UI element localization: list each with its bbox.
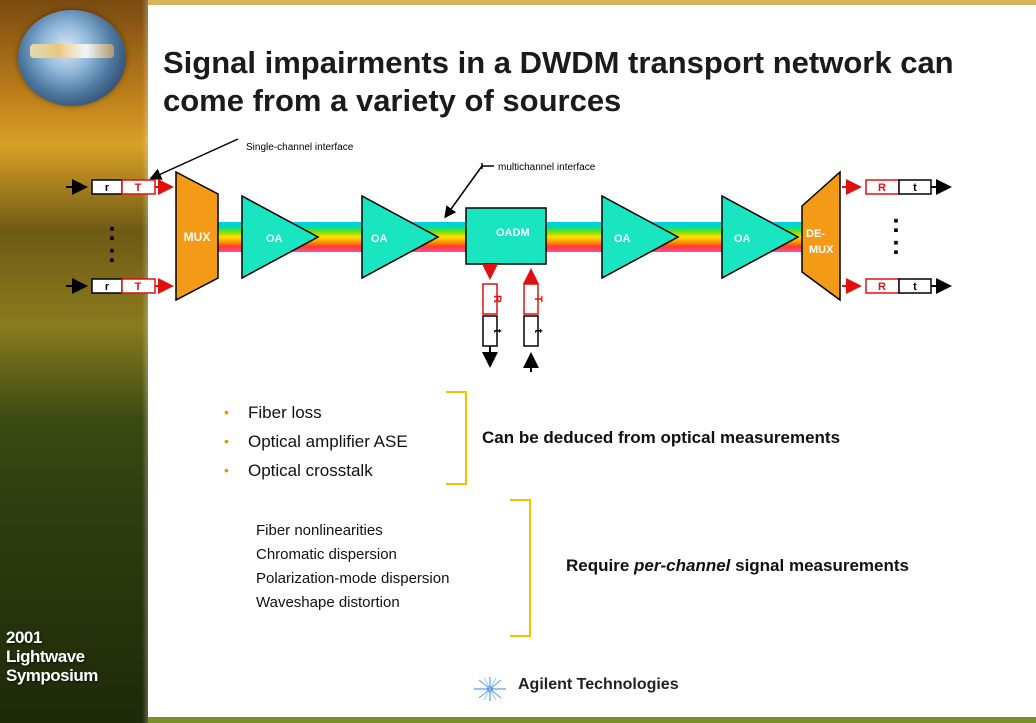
multichannel-pointer xyxy=(444,165,483,219)
logo-line-symposium: Symposium xyxy=(6,666,98,685)
transmitter-top: r T xyxy=(66,179,174,195)
drop-transmitter-label: t xyxy=(491,329,503,333)
top-accent-bar xyxy=(148,0,1036,5)
agilent-spark-icon xyxy=(474,677,506,701)
oadm-label: OADM xyxy=(496,227,530,239)
tx-receiver-label: r xyxy=(105,182,110,194)
list-item-text: Optical crosstalk xyxy=(248,461,373,480)
bullet-mark: • xyxy=(224,462,229,478)
demux-label-line2: MUX xyxy=(809,244,834,256)
mux-label: MUX xyxy=(184,230,211,244)
single-channel-pointer xyxy=(149,138,239,180)
list-item-text: Optical amplifier ASE xyxy=(248,432,408,451)
bullet-mark: • xyxy=(224,433,229,449)
amplifier-4 xyxy=(721,194,800,280)
bullet-mark: • xyxy=(224,404,229,420)
list-item: • Optical amplifier ASE xyxy=(224,427,408,456)
tx-ellipsis: : xyxy=(108,216,117,246)
amplifier-1-label: OA xyxy=(266,233,283,245)
oadm-block xyxy=(465,207,547,265)
company-name: Agilent Technologies xyxy=(518,676,679,693)
rx-receiver-label: R xyxy=(878,182,886,194)
amplifier-3 xyxy=(601,194,680,280)
list-item-text: Fiber loss xyxy=(248,403,322,422)
amplifier-2 xyxy=(361,194,440,280)
optical-measurements-label: Can be deduced from optical measurements xyxy=(482,428,841,447)
list-item: • Fiber loss xyxy=(224,398,408,427)
add-receiver-label: t xyxy=(532,329,544,333)
list-item: Fiber nonlinearities xyxy=(256,522,383,539)
tx-receiver-label-2: r xyxy=(105,281,110,293)
list-item: Waveshape distortion xyxy=(256,594,400,611)
rx-transmitter-label-2: t xyxy=(913,281,917,293)
bottom-accent-bar xyxy=(148,717,1036,723)
amplifier-1 xyxy=(241,194,320,280)
amplifier-4-label: OA xyxy=(734,233,751,245)
amplifier-3-label: OA xyxy=(614,233,631,245)
demux-label-line1: DE- xyxy=(806,228,825,240)
signal-impairments-list: Fiber nonlinearities Chromatic dispersio… xyxy=(256,519,449,615)
add-transmitter-label: T xyxy=(532,296,544,303)
label-prefix: Require xyxy=(566,556,635,575)
optical-impairments-list: • Fiber loss • Optical amplifier ASE • Opti… xyxy=(224,398,408,485)
symposium-logo: 2001 Lightwave Symposium xyxy=(6,628,146,685)
globe-image xyxy=(18,10,126,106)
drop-receiver-label: R xyxy=(491,295,503,303)
label-suffix: signal measurements xyxy=(730,556,909,575)
list-item: • Optical crosstalk xyxy=(224,456,408,485)
rx-receiver-label-2: R xyxy=(878,281,886,293)
per-channel-measurements-label: Require per-channel signal measurements xyxy=(566,556,909,576)
signal-bracket xyxy=(510,499,531,637)
tx-ellipsis-2: : xyxy=(108,238,117,268)
tx-transmitter-label-2: T xyxy=(135,281,142,293)
drop-branch: R t xyxy=(482,264,503,368)
slide-title: Signal impairments in a DWDM transport n… xyxy=(163,45,954,118)
amplifier-2-label: OA xyxy=(371,233,388,245)
demux-block xyxy=(801,170,841,302)
rx-ellipsis: : xyxy=(892,208,901,238)
label-emphasis: per-channel xyxy=(634,556,731,575)
list-item: Polarization-mode dispersion xyxy=(256,570,450,587)
rx-transmitter-label: t xyxy=(913,182,917,194)
add-branch: t T xyxy=(523,268,544,372)
tx-transmitter-label: T xyxy=(135,182,142,194)
transmitter-bottom: r T xyxy=(66,278,174,294)
sidebar-decoration: 2001 Lightwave Symposium xyxy=(0,0,148,723)
logo-line-lightwave: Lightwave xyxy=(6,647,85,666)
optical-bracket xyxy=(446,391,467,485)
logo-year: 2001 xyxy=(6,628,42,647)
footer-brand: Agilent Technologies xyxy=(470,676,679,694)
receiver-bottom: R t xyxy=(842,278,952,294)
single-channel-label: Single-channel interface xyxy=(246,142,354,153)
multichannel-label: multichannel interface xyxy=(498,162,596,173)
list-item: Chromatic dispersion xyxy=(256,546,397,563)
rx-ellipsis-2: : xyxy=(892,230,901,260)
mux-block xyxy=(175,170,219,302)
receiver-top: R t xyxy=(842,179,952,195)
